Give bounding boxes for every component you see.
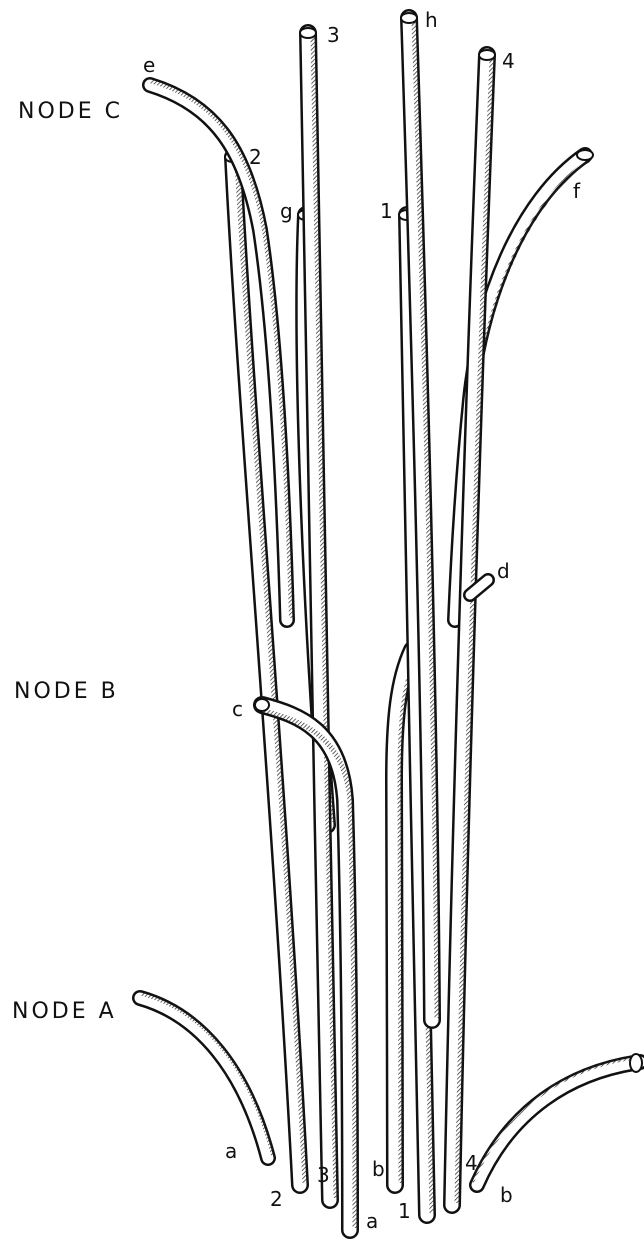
strand-4 <box>452 50 495 1205</box>
strand-e <box>150 81 291 620</box>
label-top-h: h <box>425 8 438 32</box>
label-top-1: 1 <box>380 199 393 223</box>
strand-b-right <box>472 1054 642 1185</box>
label-top-3: 3 <box>327 23 340 47</box>
node-b-label: NODE B <box>14 679 119 704</box>
node-a-label: NODE A <box>12 999 117 1024</box>
node-c-label: NODE C <box>18 99 123 124</box>
label-bot-b-mid: b <box>372 1157 385 1181</box>
label-bot-3: 3 <box>317 1163 330 1187</box>
strand-a-left <box>140 994 273 1158</box>
label-mid-c: c <box>232 697 243 721</box>
label-top-e: e <box>143 53 155 77</box>
label-top-2: 2 <box>249 145 262 169</box>
label-top-g: g <box>280 199 293 223</box>
label-mid-d: d <box>497 559 510 583</box>
label-bot-1: 1 <box>398 1199 411 1223</box>
label-bot-a: a <box>366 1209 378 1233</box>
label-bot-a-left: a <box>225 1139 237 1163</box>
label-top-4: 4 <box>502 49 515 73</box>
label-bot-4: 4 <box>465 1151 478 1175</box>
label-top-f: f <box>573 179 581 203</box>
label-bot-b-right: b <box>500 1183 513 1207</box>
label-bot-2: 2 <box>270 1187 283 1211</box>
